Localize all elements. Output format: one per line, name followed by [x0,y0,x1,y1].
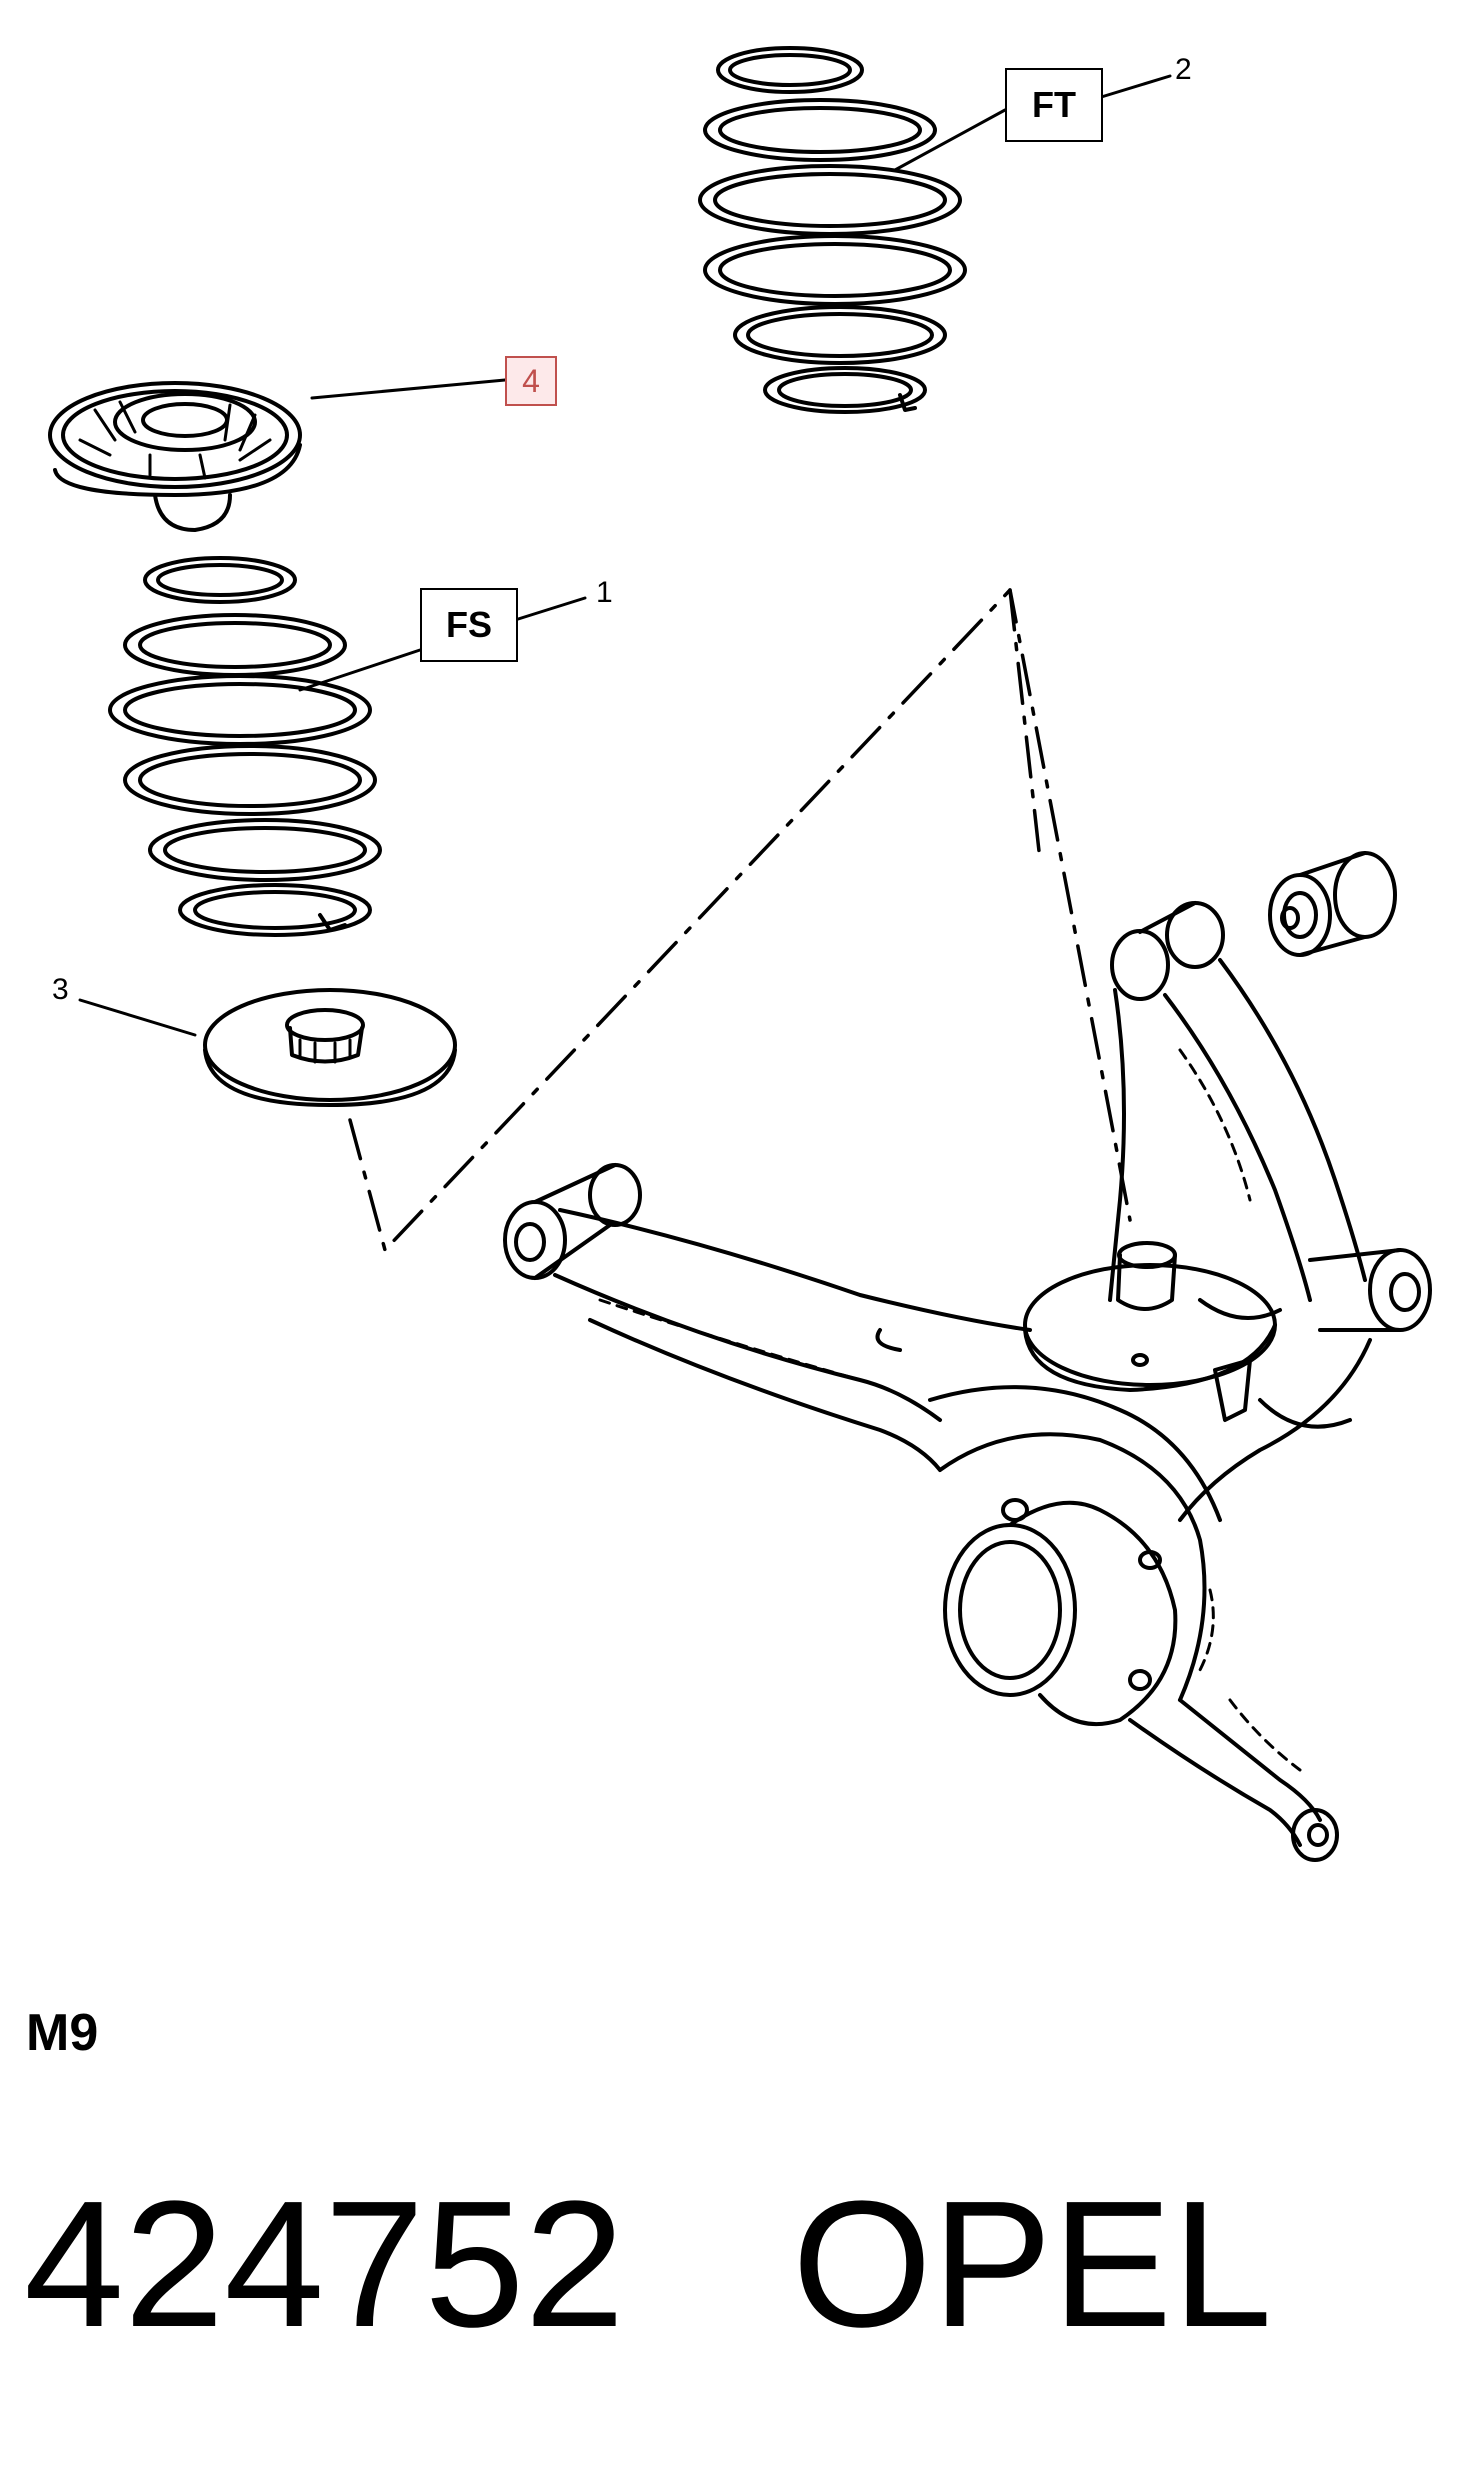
leader-ft [893,108,1007,172]
spring-seat-lower [203,988,457,1107]
callout-number-3: 3 [52,973,69,1006]
rear-axle-beam [503,901,1432,1862]
bushing [1268,851,1397,957]
leader-3 [78,998,197,1037]
callout-box-fs: FS [420,588,518,662]
leader-ft-number [1096,74,1172,100]
callout-number-4[interactable]: 4 [505,356,557,406]
axle-detail-marks [598,1048,1302,1772]
callout-number-4-label: 4 [522,362,540,399]
leader-fs [298,648,422,692]
callout-number-2: 2 [1175,53,1192,86]
callout-label-ft: FT [1032,84,1076,125]
spring-pad-upper [48,381,302,532]
assembly-guide-lines [348,588,1132,1252]
rear-axle-exploded-diagram [48,46,1432,1862]
coil-spring-ft [698,46,967,414]
callout-number-1: 1 [596,576,613,609]
coil-spring-fs [108,556,382,937]
callout-label-fs: FS [445,604,492,645]
leader-fs-number [513,596,587,622]
brand-name: OPEL [792,2164,1273,2365]
leader-4 [310,378,507,400]
callout-box-ft: FT [1005,68,1103,142]
part-number: 424752 [24,2164,625,2365]
diagram-code: M9 [26,2004,99,2062]
